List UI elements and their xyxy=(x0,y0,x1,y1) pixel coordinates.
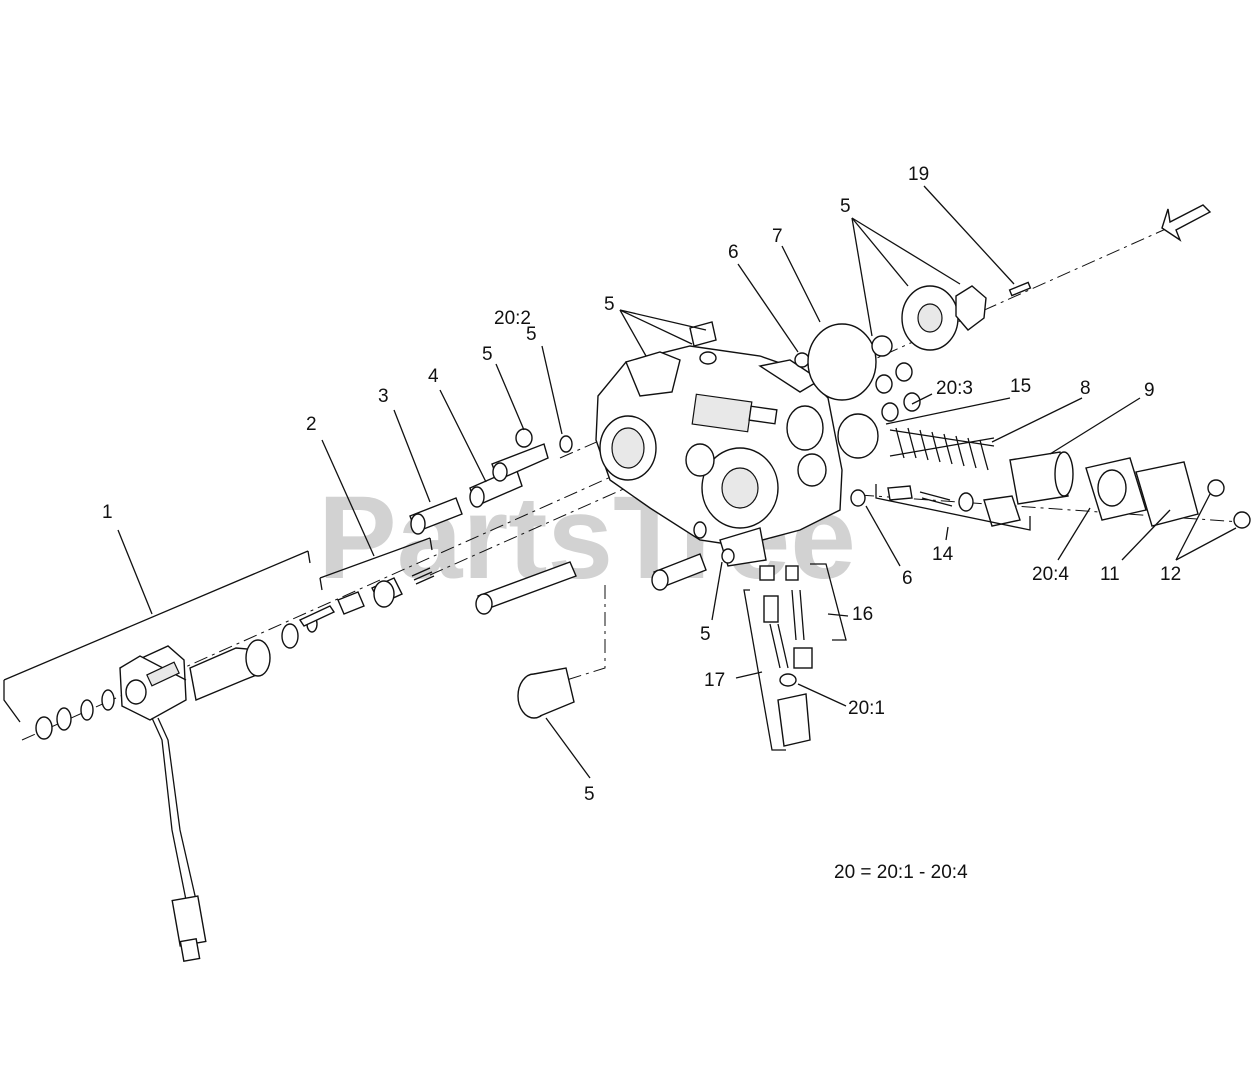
kit-formula-text: 20 = 20:1 - 20:4 xyxy=(834,862,968,883)
valve-body xyxy=(595,321,843,567)
check-valve-group xyxy=(850,485,1021,527)
callout-labels: 1 2 3 4 5 5 5 5 5 5 6 6 7 8 9 11 12 14 1… xyxy=(102,164,1181,805)
callout-9: 9 xyxy=(1144,380,1155,401)
callout-20-4: 20:4 xyxy=(1032,564,1069,585)
callout-4: 4 xyxy=(428,366,439,387)
callout-5: 5 xyxy=(482,344,493,365)
callout-5: 5 xyxy=(700,624,711,645)
spool-group xyxy=(298,567,435,627)
callout-7: 7 xyxy=(772,226,783,247)
callout-5: 5 xyxy=(584,784,595,805)
leader-lines xyxy=(3,185,1237,779)
callout-16: 16 xyxy=(852,604,873,625)
callout-5: 5 xyxy=(526,324,537,345)
callout-20-3: 20:3 xyxy=(936,378,973,399)
callout-15: 15 xyxy=(1010,376,1031,397)
callout-14: 14 xyxy=(932,544,954,565)
relief-valve-parts xyxy=(837,413,1251,529)
callout-6: 6 xyxy=(902,568,913,589)
callout-17: 17 xyxy=(704,670,725,691)
callout-5: 5 xyxy=(604,294,615,315)
callout-1: 1 xyxy=(102,502,113,523)
callout-19: 19 xyxy=(908,164,929,185)
callout-3: 3 xyxy=(378,386,389,407)
lower-cartridge-parts xyxy=(517,521,813,747)
callout-2: 2 xyxy=(306,414,317,435)
plug-fittings xyxy=(409,428,707,615)
solenoid-group xyxy=(35,615,318,963)
callout-6: 6 xyxy=(728,242,739,263)
callout-11: 11 xyxy=(1100,564,1120,585)
direction-arrow-icon xyxy=(1161,204,1212,242)
assembly-axis-line xyxy=(21,227,1169,741)
callout-5: 5 xyxy=(840,196,851,217)
plug-axis-line xyxy=(559,585,606,683)
upper-right-parts xyxy=(794,281,1032,422)
callout-20-2: 20:2 xyxy=(494,308,531,329)
callout-20-1: 20:1 xyxy=(848,698,885,719)
callout-12: 12 xyxy=(1160,564,1181,585)
callout-8: 8 xyxy=(1080,378,1091,399)
